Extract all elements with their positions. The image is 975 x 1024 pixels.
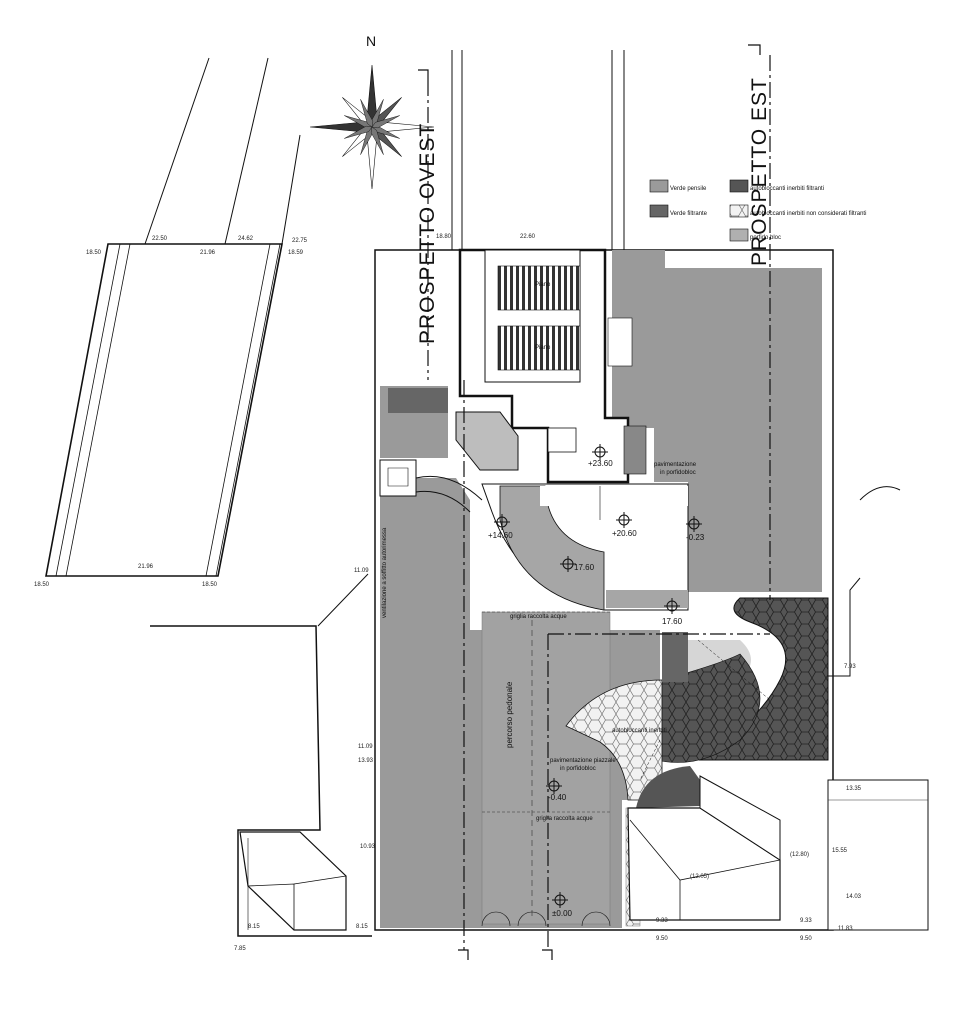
dimension: 22.50 (152, 236, 168, 242)
level-marker (616, 512, 632, 528)
dimension: 18.80 (436, 234, 452, 240)
svg-text:Verde pensile: Verde pensile (670, 186, 707, 192)
dimension: 9.33 (656, 918, 668, 924)
level-markers (494, 444, 702, 908)
level-marker (592, 444, 608, 460)
legend-item: porfido bloc (729, 228, 781, 242)
lot (374, 249, 834, 931)
dimension: 21.96 (138, 564, 154, 570)
elevation-label: +20.60 (612, 529, 637, 538)
label-ventilation: ventilazione a soffitto autorimessa (382, 527, 388, 618)
north-label: N (366, 33, 376, 49)
legend-item: Verde filtrante (649, 204, 708, 218)
legend-item: Verde pensile (649, 179, 707, 193)
section-label-west: PROSPETTO OVEST (416, 123, 439, 344)
elevation-label: -0.40 (548, 793, 567, 802)
dimension: 7.85 (234, 946, 246, 952)
label-piano-2: Piano (535, 345, 551, 351)
dimension-labels: 22.50 18.50 21.96 24.62 22.75 18.59 21.9… (34, 234, 862, 952)
dimension: 8.15 (248, 924, 260, 930)
legend-item: autobloccanti inerbiti non considerati f… (729, 204, 866, 218)
elevation-label: 17.60 (662, 617, 683, 626)
level-marker (552, 892, 568, 908)
dimension: 9.33 (800, 918, 812, 924)
dimension: 22.75 (292, 238, 308, 244)
dimension: 11.09 (354, 568, 369, 574)
dimension: 10.93 (360, 844, 376, 850)
svg-text:Verde filtrante: Verde filtrante (670, 211, 708, 217)
level-marker (494, 514, 510, 530)
dimension: 18.59 (288, 250, 304, 256)
legend-item: autobloccanti inerbiti filtranti (729, 179, 824, 193)
elevation-label: +23.60 (588, 459, 613, 468)
level-marker (686, 516, 702, 532)
level-marker (546, 778, 562, 794)
label-piano-1: Piano (535, 282, 551, 288)
dimension: 7.93 (844, 664, 856, 670)
entrance-stair (379, 459, 483, 513)
building: Piano Piano (455, 248, 689, 611)
dimension: (12.80) (790, 852, 809, 858)
label-autobloccanti: autobloccanti inerbiti (612, 728, 667, 734)
elevation-label: -0.23 (686, 533, 705, 542)
label-piazzale-1: pavimentazione piazzale (550, 758, 616, 764)
svg-text:autobloccanti inerbiti non con: autobloccanti inerbiti non considerati f… (750, 211, 866, 217)
svg-text:porfido bloc: porfido bloc (750, 235, 781, 241)
dimension: 11.83 (838, 926, 853, 932)
dimension: 24.62 (238, 236, 254, 242)
label-grate-2: griglia raccolta acque (536, 816, 593, 822)
svg-text:autobloccanti inerbiti filtran: autobloccanti inerbiti filtranti (750, 186, 824, 192)
elevation-label: +14.60 (488, 531, 513, 540)
garage-doors (481, 911, 611, 927)
dimension: 18.50 (202, 582, 218, 588)
section-lines (418, 44, 771, 960)
north-arrow-icon: N (309, 33, 435, 190)
dimension: 8.15 (356, 924, 368, 930)
dimension: 9.50 (656, 936, 668, 942)
dimension: 14.03 (846, 894, 862, 900)
dimension: (12.05) (690, 874, 709, 880)
dimension: 15.55 (832, 848, 848, 854)
dimension: 13.93 (358, 758, 374, 764)
label-percorso: percorso pedonale (505, 681, 514, 748)
neighbor-building-right (627, 486, 929, 931)
neighbor-parcel-topleft (45, 57, 301, 577)
label-grate-1: griglia raccolta acque (510, 614, 567, 620)
level-marker (560, 556, 576, 572)
dimension: 9.50 (800, 936, 812, 942)
elevation-label: ±0.00 (552, 909, 573, 918)
level-marker (664, 598, 680, 614)
legend: Verde pensile Verde filtrante autoblocca… (649, 179, 866, 242)
elevation-label: 17.60 (574, 563, 595, 572)
dimension: 11.09 (358, 744, 373, 750)
label-paving-1: pavimentazione (654, 462, 697, 468)
dimension: 18.50 (86, 250, 102, 256)
label-piazzale-2: in porfidobloc (560, 766, 596, 772)
dimension: 13.35 (846, 786, 862, 792)
section-label-east: PROSPETTO EST (748, 77, 771, 266)
neighbor-building-left (150, 573, 372, 937)
dimension: 22.60 (520, 234, 536, 240)
dimension: 21.96 (200, 250, 216, 256)
label-paving-2: in porfidobloc (660, 470, 696, 476)
road-lines (451, 50, 625, 250)
dimension: 18.50 (34, 582, 50, 588)
paving-area (565, 597, 829, 927)
